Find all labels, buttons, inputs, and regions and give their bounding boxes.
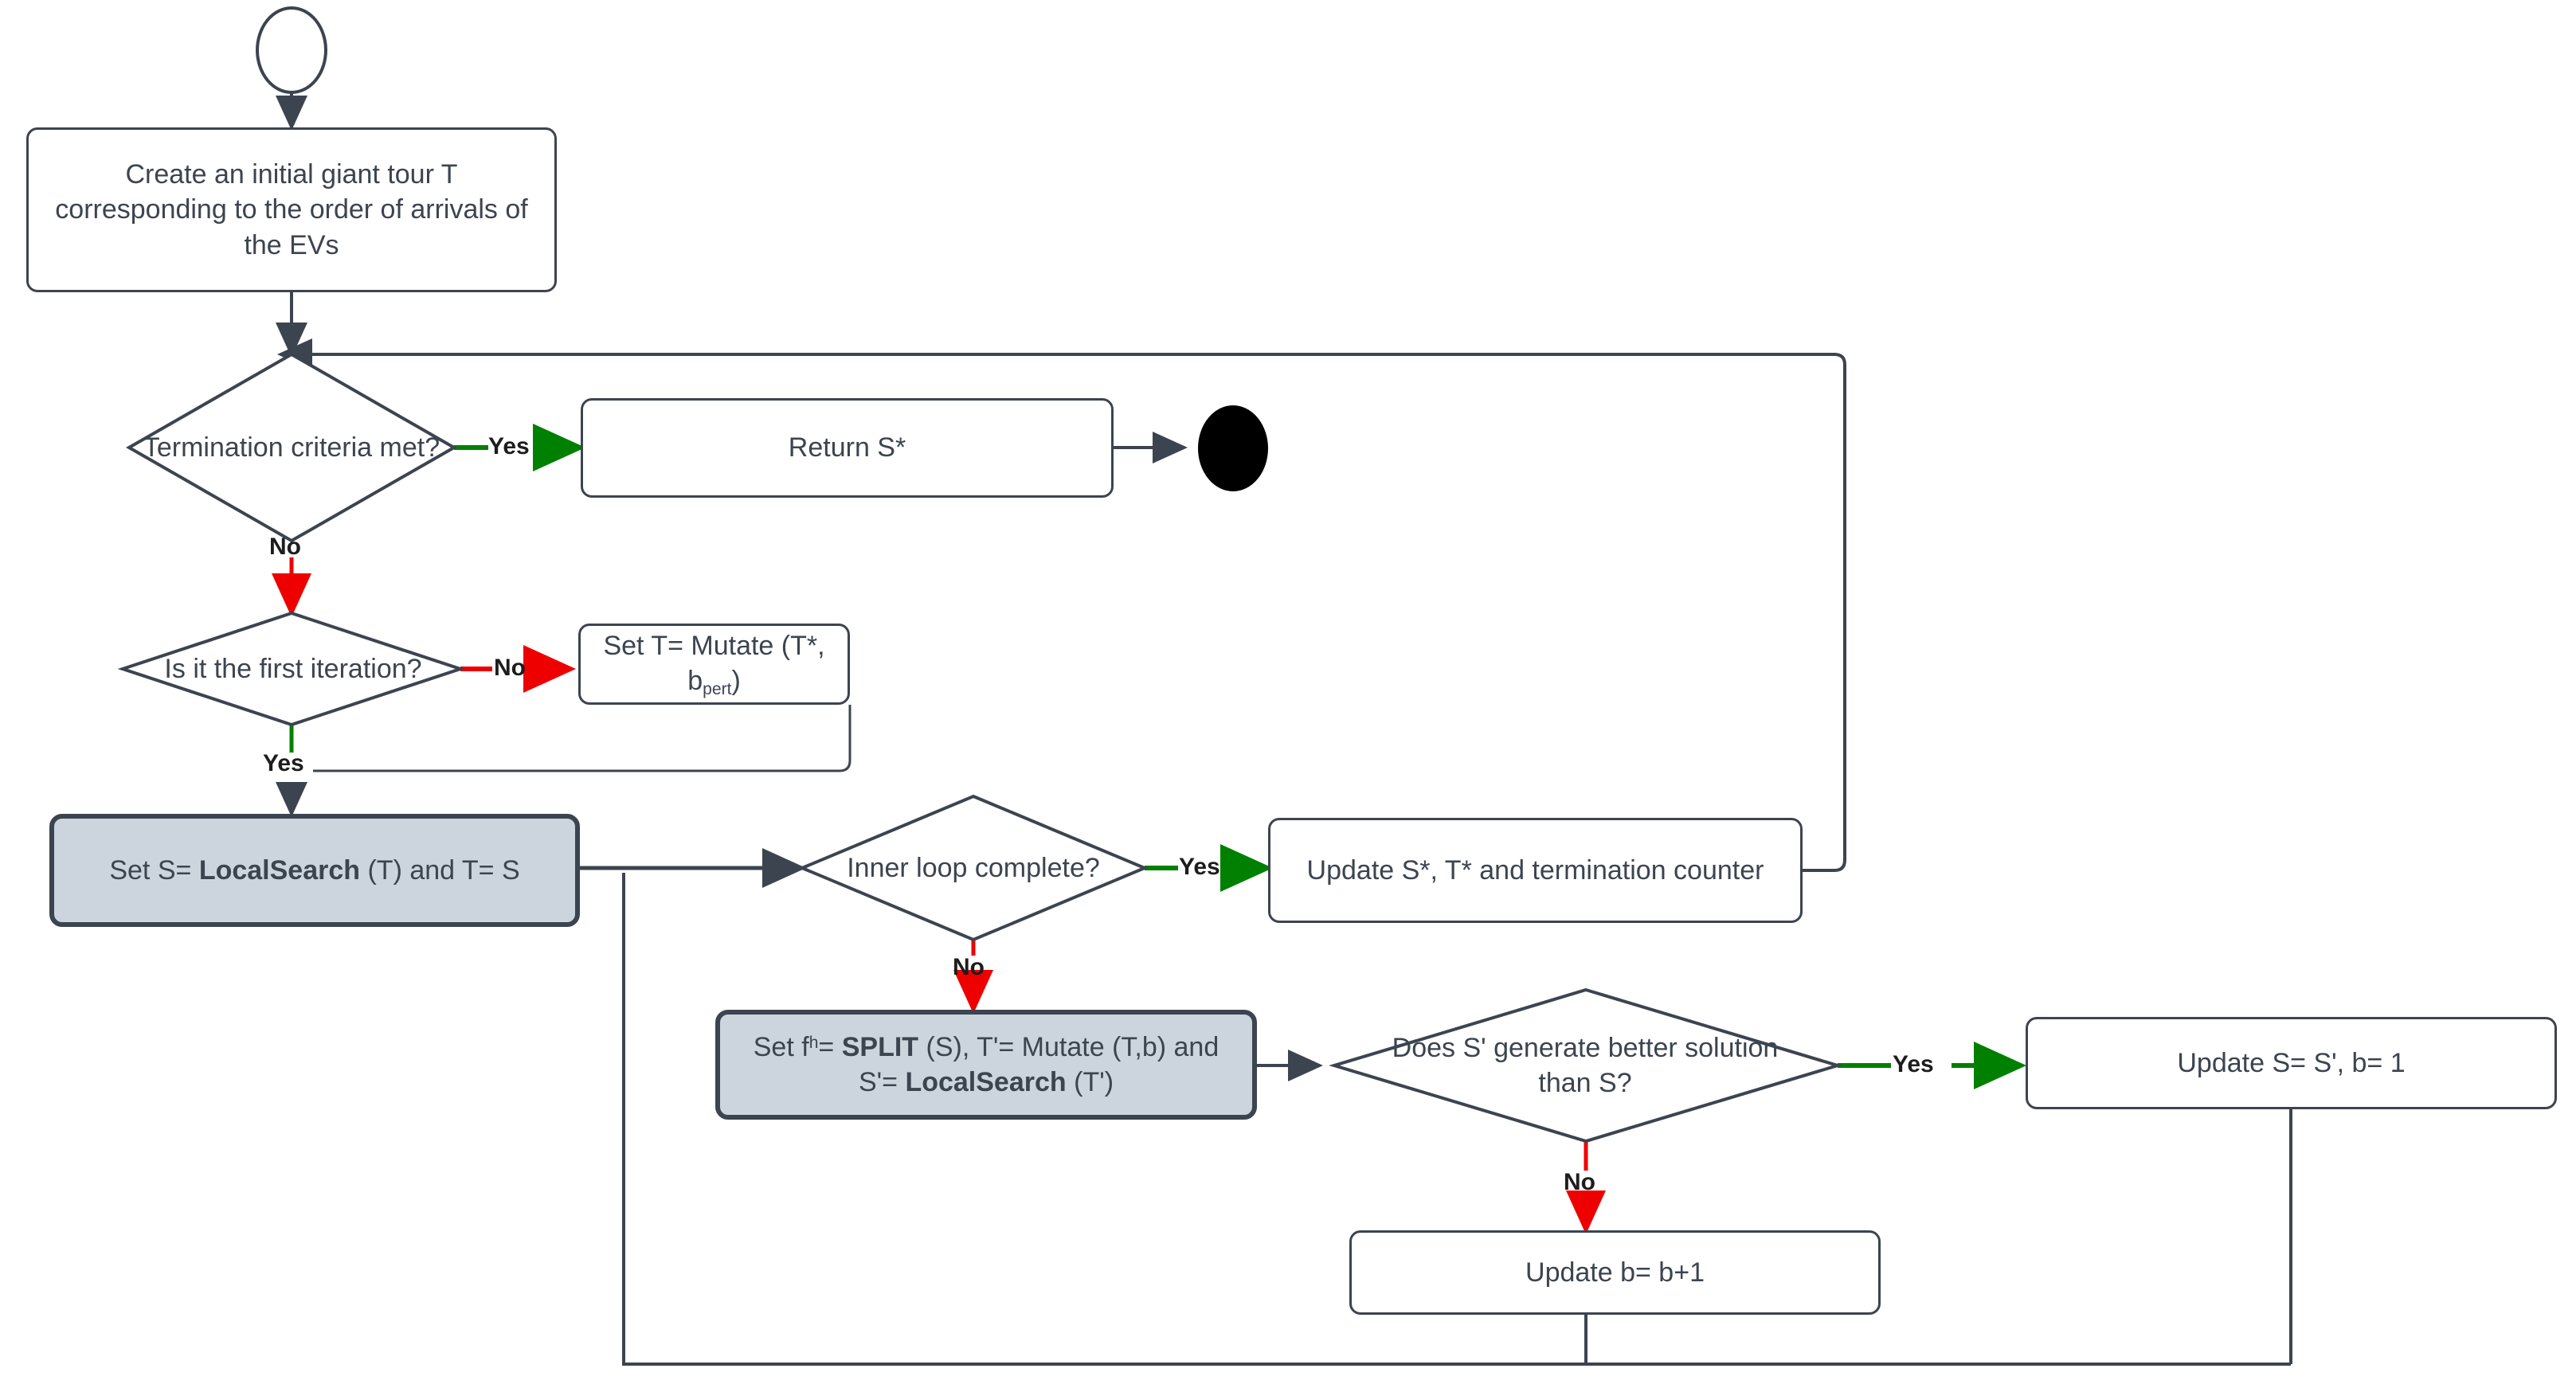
process-update-best[interactable]: Update S*, T* and termination counter <box>1268 818 1803 923</box>
process-set-mutate-subscript: pert <box>703 679 732 698</box>
end-node-circle <box>1198 405 1268 491</box>
process-split-step[interactable]: Set fh= SPLIT (S), T'= Mutate (T,b) and … <box>715 1010 1257 1120</box>
process-set-mutate[interactable]: Set T= Mutate (T*, bpert) <box>578 624 850 705</box>
process-local-search[interactable]: Set S= LocalSearch (T) and T= S <box>49 814 580 927</box>
decision-inner-loop-label: Inner loop complete? <box>847 852 1100 883</box>
decision-termination-criteria[interactable]: Termination criteria met? <box>129 394 454 501</box>
edge-label-inner-loop-no: No <box>953 954 985 980</box>
process-split-step-superscript: h <box>808 1033 819 1052</box>
edge-label-better-yes: Yes <box>1893 1051 1934 1077</box>
diamond-termination <box>125 352 458 543</box>
process-return-best[interactable]: Return S* <box>581 398 1114 498</box>
edge-label-better-no: No <box>1564 1169 1595 1195</box>
process-set-mutate-label: Set T= Mutate (T*, bpert) <box>592 628 836 700</box>
process-split-step-text-4: (T') <box>1066 1067 1114 1097</box>
edge-mutate-to-localsearch <box>313 705 851 772</box>
process-create-initial-tour[interactable]: Create an initial giant tour T correspon… <box>26 127 557 292</box>
decision-better-solution-label: Does S' generate better solution than S? <box>1392 1032 1779 1098</box>
process-return-best-label: Return S* <box>788 432 906 463</box>
process-split-step-keyword-localsearch: LocalSearch <box>905 1067 1067 1097</box>
process-update-best-label: Update S*, T* and termination counter <box>1306 854 1764 886</box>
diamond-first-iteration <box>117 611 466 727</box>
process-update-s-b1[interactable]: Update S= S', b= 1 <box>2026 1017 2557 1109</box>
diamond-inner-loop <box>797 794 1149 942</box>
process-local-search-text-1: Set S= <box>109 854 199 886</box>
process-update-s-b1-label: Update S= S', b= 1 <box>2177 1047 2406 1078</box>
process-create-initial-tour-label: Create an initial giant tour T correspon… <box>55 159 528 260</box>
process-set-mutate-text-1: Set T= Mutate (T*, b <box>603 630 825 696</box>
edge-label-first-iteration-yes: Yes <box>263 750 304 776</box>
process-local-search-text-2: (T) and T= S <box>360 854 520 886</box>
process-split-step-label: Set fh= SPLIT (S), T'= Mutate (T,b) and … <box>731 1030 1241 1100</box>
process-update-b-plus[interactable]: Update b= b+1 <box>1349 1230 1881 1315</box>
decision-first-iteration-label: Is it the first iteration? <box>164 653 422 684</box>
process-split-step-keyword-split: SPLIT <box>841 1031 919 1062</box>
process-set-mutate-text-2: ) <box>731 665 741 696</box>
decision-first-iteration[interactable]: Is it the first iteration? <box>119 643 467 694</box>
edge-label-first-iteration-no: No <box>494 655 526 681</box>
edge-label-termination-yes: Yes <box>488 433 530 459</box>
process-local-search-keyword: LocalSearch <box>198 854 361 886</box>
process-update-b-plus-label: Update b= b+1 <box>1525 1257 1705 1288</box>
decision-inner-loop[interactable]: Inner loop complete? <box>805 843 1142 893</box>
process-local-search-label: Set S= LocalSearch (T) and T= S <box>109 853 519 888</box>
start-node-circle <box>256 6 327 94</box>
diamond-better-solution <box>1329 987 1843 1144</box>
decision-better-solution[interactable]: Does S' generate better solution than S? <box>1378 1013 1792 1118</box>
edge-label-termination-no: No <box>269 534 301 560</box>
process-split-step-text-3: (S), T'= Mutate (T,b) and S'= <box>858 1031 1219 1097</box>
process-split-step-text-2: = <box>818 1031 842 1062</box>
process-split-step-text-1: Set f <box>753 1031 809 1062</box>
decision-termination-criteria-label: Termination criteria met? <box>143 432 440 463</box>
edge-label-inner-loop-yes: Yes <box>1179 854 1220 880</box>
